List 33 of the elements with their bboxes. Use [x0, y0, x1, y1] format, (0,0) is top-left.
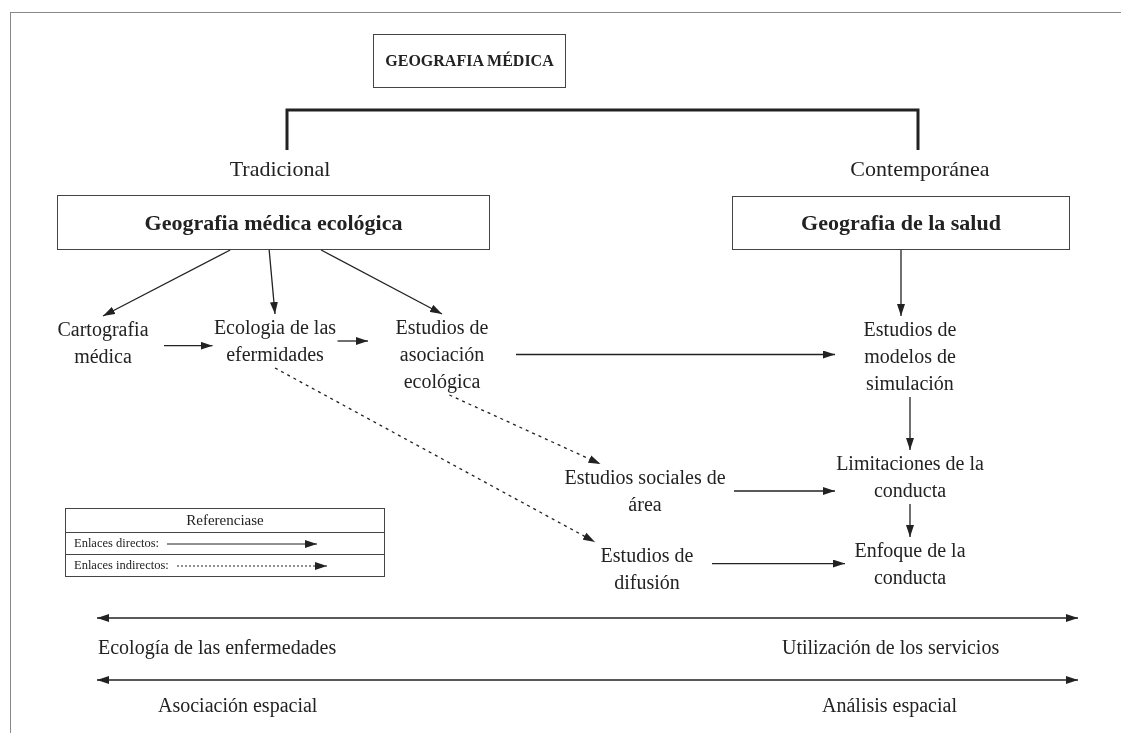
- node-text: Estudios sociales de área: [556, 464, 734, 518]
- node-text: Estudios de modelos de simulación: [835, 316, 985, 397]
- title-box: GEOGRAFIA MÉDICA: [373, 34, 566, 88]
- arrow: [906, 503, 914, 538]
- node-text: Ecologia de las efermidades: [212, 314, 338, 368]
- arrow: [163, 341, 214, 350]
- heading-text: Tradicional: [229, 156, 331, 182]
- axis-label: Análisis espacial: [822, 694, 957, 717]
- arrow: [515, 350, 836, 359]
- legend-title: Referenciase: [66, 509, 384, 533]
- node-text: Enfoque de la conducta: [845, 537, 975, 591]
- arrow: [320, 249, 443, 315]
- node-text: Limitaciones de la conducta: [835, 450, 985, 504]
- dashed-arrow: [274, 367, 596, 543]
- arrow: [336, 337, 369, 345]
- axis-label: Ecología de las enfermedades: [98, 636, 337, 659]
- arrow: [906, 396, 914, 451]
- node-text: Cartografia médica: [42, 316, 164, 370]
- arrow: [733, 487, 836, 495]
- axis-label: Utilización de los servicios: [782, 636, 1000, 659]
- heading-text: Contemporánea: [850, 156, 990, 182]
- node-text: Estudios de asociación ecológica: [368, 314, 516, 395]
- axis-label: Asociación espacial: [158, 694, 318, 717]
- arrow: [102, 249, 231, 317]
- legend-text: Enlaces directos:: [74, 536, 160, 551]
- arrow: [711, 559, 846, 568]
- node-text: Estudios de difusión: [582, 542, 712, 596]
- arrow: [268, 249, 278, 315]
- legend-text: Enlaces indirectos:: [74, 558, 169, 573]
- arrow: [897, 249, 905, 317]
- title-box: Geografia de la salud: [732, 196, 1070, 250]
- dashed-arrow: [448, 394, 602, 465]
- title-box: Geografia médica ecológica: [57, 195, 490, 250]
